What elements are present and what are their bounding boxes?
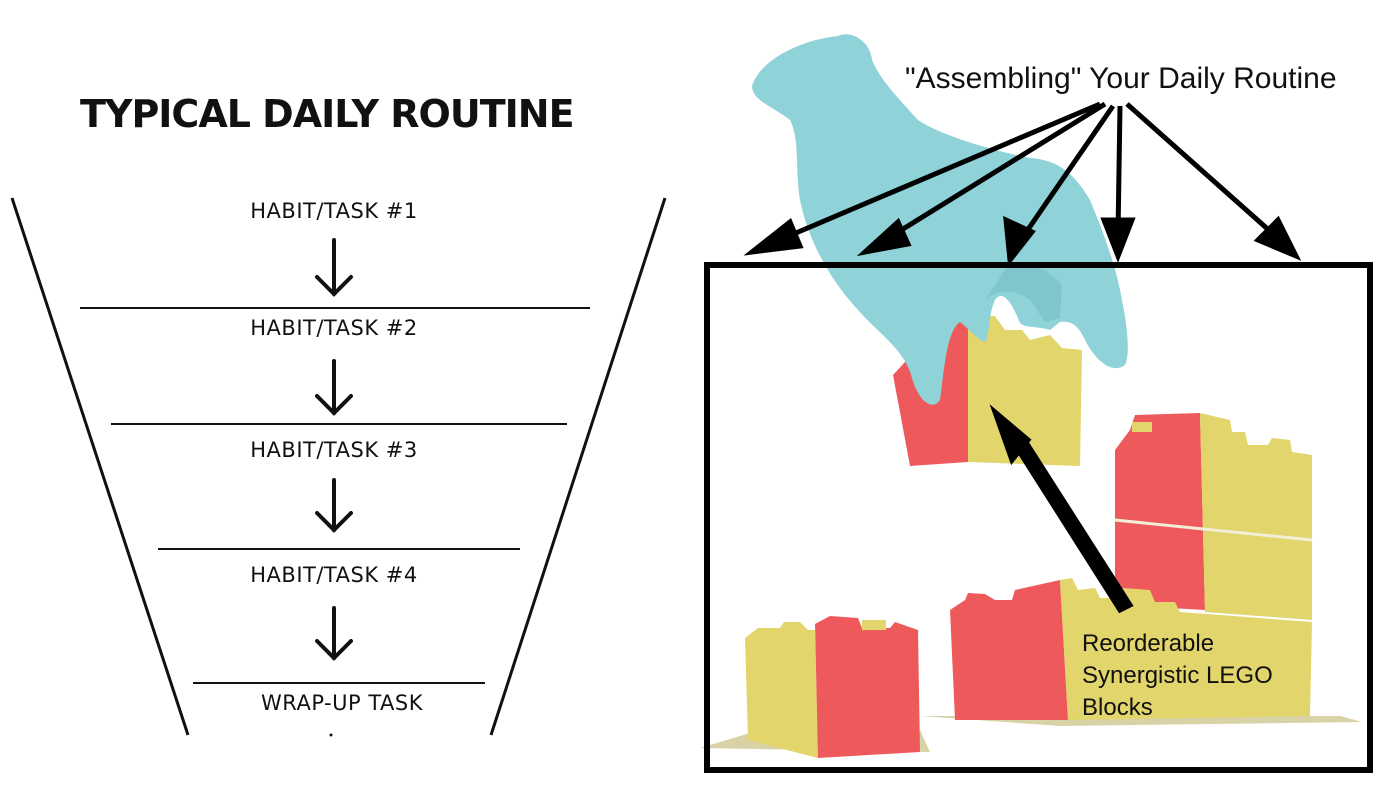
block-caption-line-3: Blocks	[1082, 694, 1153, 721]
block-caption-line-2: Synergistic LEGO	[1082, 662, 1273, 689]
left-title: TYPICAL DAILY ROUTINE	[80, 92, 575, 136]
down-arrow-icon	[315, 478, 353, 533]
funnel-right-side	[489, 197, 667, 736]
block-caption: Reorderable Synergistic LEGO Blocks	[1082, 628, 1322, 724]
brick-stack-tall	[1114, 413, 1313, 620]
step-label-2: HABIT/TASK #2	[250, 316, 418, 340]
down-arrow-icon	[315, 238, 353, 297]
step-label-3: HABIT/TASK #3	[250, 438, 418, 462]
hand-illustration	[752, 34, 1128, 405]
assembly-caption: "Assembling" Your Daily Routine	[905, 62, 1337, 95]
down-arrow-icon	[315, 606, 353, 661]
down-arrow-icon	[315, 359, 353, 416]
funnel-left-side	[10, 197, 190, 736]
step-label-5: WRAP-UP TASK	[260, 691, 424, 715]
step-label-4: HABIT/TASK #4	[250, 563, 418, 587]
block-caption-line-1: Reorderable	[1082, 630, 1215, 657]
trailing-dot	[329, 733, 333, 737]
assembly-frame	[704, 262, 1373, 773]
step-label-1: HABIT/TASK #1	[250, 199, 418, 223]
brick-small	[745, 616, 920, 758]
brick-large	[950, 578, 1312, 720]
pointer-arrows	[743, 101, 1302, 614]
